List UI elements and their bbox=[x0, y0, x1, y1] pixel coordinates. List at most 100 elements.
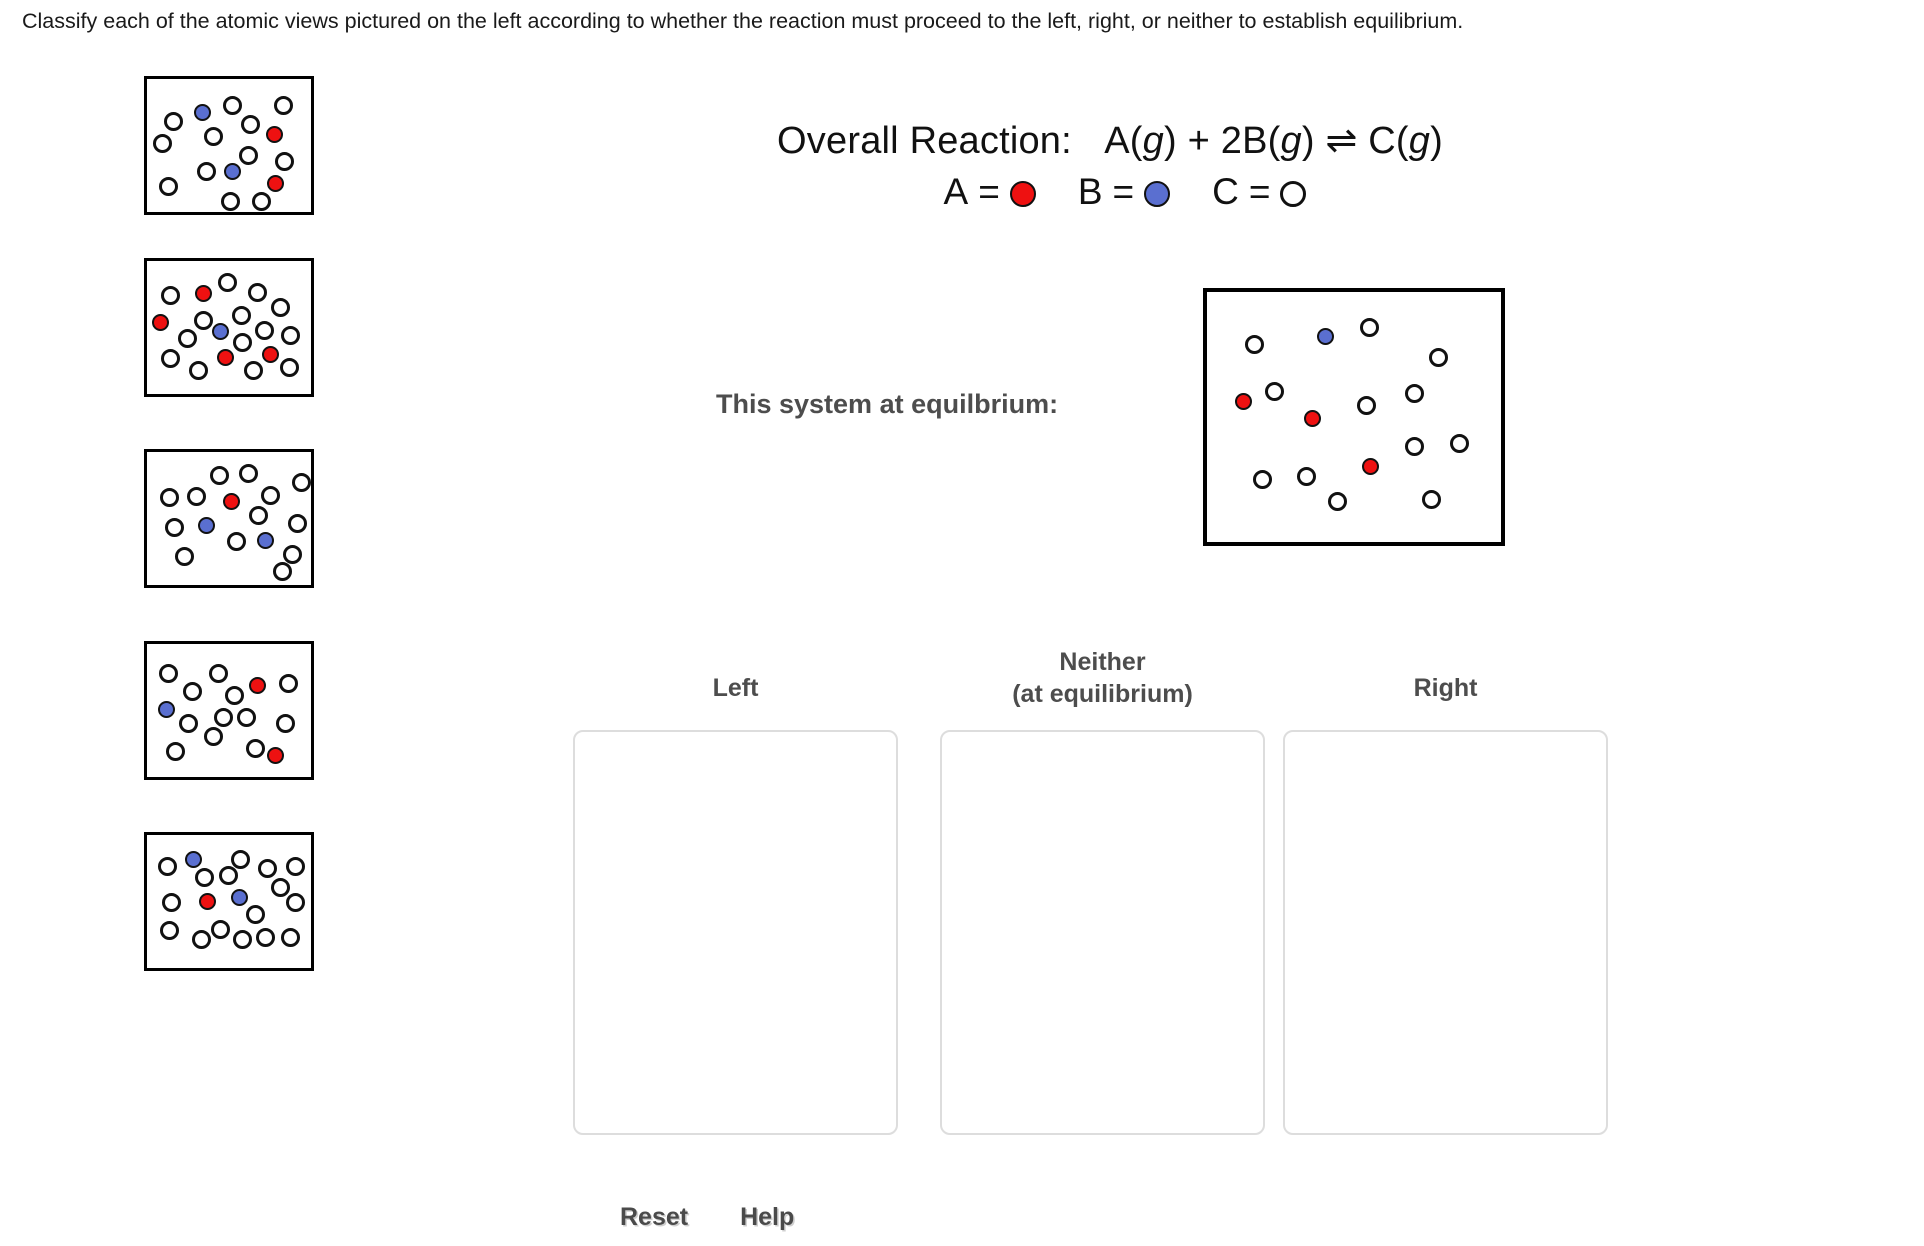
atom-C bbox=[211, 920, 230, 939]
control-buttons: Reset Help bbox=[620, 1203, 794, 1232]
drop-zone-label-primary: Neither bbox=[1059, 648, 1146, 676]
atom-A bbox=[217, 349, 234, 366]
product-c: C( bbox=[1368, 120, 1409, 162]
atom-C bbox=[271, 878, 290, 897]
atom-B bbox=[158, 701, 175, 718]
atom-A bbox=[1362, 458, 1379, 475]
atom-C bbox=[1253, 470, 1272, 489]
atom-C bbox=[232, 306, 251, 325]
atom-C bbox=[1450, 434, 1469, 453]
atom-C bbox=[225, 686, 244, 705]
drop-zone-label-left: Left bbox=[573, 672, 898, 704]
drop-zone-label-right: Right bbox=[1283, 672, 1608, 704]
atomic-view-5[interactable] bbox=[144, 832, 314, 971]
atom-C bbox=[165, 518, 184, 537]
atom-B bbox=[224, 163, 241, 180]
atom-C bbox=[195, 868, 214, 887]
atom-A bbox=[267, 175, 284, 192]
atom-B bbox=[198, 517, 215, 534]
atom-C bbox=[162, 893, 181, 912]
atom-C bbox=[214, 708, 233, 727]
atom-C bbox=[248, 283, 267, 302]
atom-C bbox=[210, 466, 229, 485]
atom-C bbox=[158, 857, 177, 876]
drop-zone-neither[interactable] bbox=[940, 730, 1265, 1135]
atom-C bbox=[160, 488, 179, 507]
atom-C bbox=[283, 545, 302, 564]
plus-sign: + bbox=[1187, 120, 1210, 162]
atom-C bbox=[164, 112, 183, 131]
atom-C bbox=[239, 146, 258, 165]
reaction-title: Overall Reaction: bbox=[777, 120, 1072, 162]
atom-C bbox=[204, 727, 223, 746]
atom-C bbox=[286, 893, 305, 912]
atom-C bbox=[1405, 384, 1424, 403]
atomic-view-4[interactable] bbox=[144, 641, 314, 780]
reaction-header: Overall Reaction: A(g) + 2B(g) ⇌ C(g) A =… bbox=[660, 118, 1560, 213]
reset-button[interactable]: Reset bbox=[620, 1203, 689, 1231]
drop-zone-left[interactable] bbox=[573, 730, 898, 1135]
atom-C bbox=[239, 464, 258, 483]
legend-symbol: B bbox=[1077, 171, 1103, 212]
atom-C bbox=[258, 859, 277, 878]
atom-C bbox=[1429, 348, 1448, 367]
atom-A bbox=[195, 285, 212, 302]
atom-C bbox=[231, 850, 250, 869]
atom-C bbox=[255, 321, 274, 340]
atomic-view-2[interactable] bbox=[144, 258, 314, 397]
reactant-b: 2B( bbox=[1220, 120, 1281, 162]
atomic-view-3[interactable] bbox=[144, 449, 314, 588]
red-filled-circle-icon bbox=[1009, 181, 1036, 207]
atom-C bbox=[275, 152, 294, 171]
state-g-c: g bbox=[1408, 120, 1431, 162]
atom-C bbox=[227, 532, 246, 551]
open-circle-icon bbox=[1280, 181, 1307, 207]
atom-C bbox=[209, 664, 228, 683]
atom-C bbox=[252, 192, 271, 211]
legend-equals: = bbox=[1248, 171, 1271, 212]
atom-C bbox=[197, 162, 216, 181]
atomic-view-1[interactable] bbox=[144, 76, 314, 215]
equilibrium-reference-label: This system at equilbrium: bbox=[716, 389, 1059, 419]
atom-C bbox=[288, 514, 307, 533]
drop-zone-right[interactable] bbox=[1283, 730, 1608, 1135]
atom-C bbox=[237, 708, 256, 727]
legend-equals: = bbox=[1112, 171, 1135, 212]
atom-A bbox=[267, 747, 284, 764]
atom-C bbox=[223, 96, 242, 115]
atom-C bbox=[244, 361, 263, 380]
atom-C bbox=[159, 664, 178, 683]
atom-C bbox=[274, 96, 293, 115]
paren-close-a: ) bbox=[1163, 120, 1177, 162]
atom-C bbox=[194, 311, 213, 330]
atom-C bbox=[246, 905, 265, 924]
atom-C bbox=[221, 192, 240, 211]
atom-C bbox=[279, 674, 298, 693]
atom-C bbox=[1357, 396, 1376, 415]
atom-B bbox=[257, 532, 274, 549]
atom-C bbox=[219, 866, 238, 885]
equilibrium-reference-box bbox=[1203, 288, 1505, 546]
atom-C bbox=[1360, 318, 1379, 337]
help-button[interactable]: Help bbox=[740, 1203, 795, 1231]
atom-C bbox=[161, 286, 180, 305]
page-title: Classify each of the atomic views pictur… bbox=[22, 9, 1464, 33]
atom-C bbox=[1405, 437, 1424, 456]
legend-item-c: C= bbox=[1212, 171, 1307, 213]
atom-A bbox=[262, 346, 279, 363]
state-g-a: g bbox=[1142, 120, 1164, 162]
atom-B bbox=[231, 889, 248, 906]
drop-zone-label-secondary: (at equilibrium) bbox=[1012, 680, 1193, 708]
drop-zone-label-primary: Left bbox=[712, 674, 759, 702]
state-g-b: g bbox=[1280, 120, 1302, 162]
legend-symbol: A bbox=[943, 171, 969, 212]
atom-C bbox=[233, 930, 252, 949]
atom-C bbox=[271, 298, 290, 317]
atom-C bbox=[159, 177, 178, 196]
atom-B bbox=[212, 323, 229, 340]
overall-reaction-equation: Overall Reaction: A(g) + 2B(g) ⇌ C(g) bbox=[660, 118, 1560, 163]
blue-filled-circle-icon bbox=[1144, 181, 1171, 207]
paren-close-c: ) bbox=[1430, 120, 1443, 162]
atom-A bbox=[223, 493, 240, 510]
reactant-a: A( bbox=[1104, 120, 1143, 162]
